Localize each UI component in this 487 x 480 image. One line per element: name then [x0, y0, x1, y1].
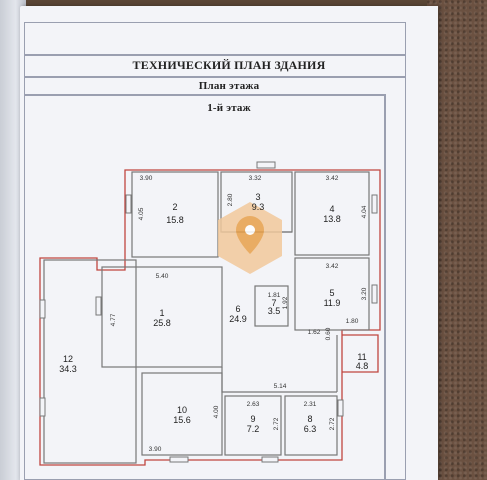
room-11-number: 11 — [357, 352, 366, 362]
room-5-outline — [294, 257, 370, 331]
dim-room9-width: 2.63 — [247, 401, 260, 408]
room-1-outline — [101, 266, 223, 368]
room-labels: 2 15.8 3 9.3 4 13.8 1 25.8 5 11.9 6 24.9… — [59, 192, 368, 434]
dim-room5-width: 3.42 — [326, 263, 339, 270]
room-8-number: 8 — [307, 414, 312, 424]
room-10-area: 15.6 — [173, 415, 191, 425]
document-subtitle: План этажа — [198, 80, 260, 92]
header-divider-1 — [24, 54, 406, 56]
dim-corridor-b: 1.80 — [346, 318, 359, 325]
plan-sheet: ТЕХНИЧЕСКИЙ ПЛАН ЗДАНИЯ План этажа 1-й э… — [20, 6, 438, 480]
room-2-outline — [131, 171, 219, 258]
room-1-area: 25.8 — [153, 318, 171, 328]
room-9-outline — [224, 395, 282, 456]
dim-corridor-a: 1.62 — [308, 329, 321, 336]
header-divider-2 — [24, 76, 406, 78]
room-4-area: 13.8 — [323, 214, 341, 224]
dim-room10-width: 3.90 — [149, 446, 162, 453]
room-walls — [43, 171, 370, 464]
dim-room3-width: 3.32 — [249, 175, 262, 182]
dim-room5-height: 3.20 — [361, 287, 368, 300]
room-12-outline — [43, 259, 137, 464]
room-3-area: 9.3 — [252, 202, 265, 212]
room-9-area: 7.2 — [247, 424, 260, 434]
dim-room7-height: 1.92 — [282, 296, 289, 309]
room-11-area: 4.8 — [356, 361, 369, 371]
room-1-number: 1 — [159, 308, 164, 318]
room-8-area: 6.3 — [304, 424, 317, 434]
dim-corridor-width: 5.14 — [274, 383, 287, 390]
room-7-outline — [254, 285, 289, 327]
dim-room2-height: 4.05 — [138, 207, 145, 220]
room-9-number: 9 — [250, 414, 255, 424]
room-10-outline — [141, 372, 223, 456]
room-12-number: 12 — [63, 354, 73, 364]
room-2-number: 2 — [172, 202, 177, 212]
dimension-labels: 3.90 3.32 3.42 4.05 2.80 4.04 5.40 4.77 … — [110, 175, 368, 453]
building-outline — [39, 169, 381, 466]
dim-room3-height: 2.80 — [227, 193, 234, 206]
room-5-area: 11.9 — [324, 298, 341, 308]
room-10-number: 10 — [177, 405, 187, 415]
room-8-outline — [284, 395, 338, 456]
floor-label: 1-й этаж — [207, 102, 251, 114]
dim-corridor-c: 0.60 — [325, 327, 332, 340]
dim-room9-height: 2.72 — [273, 417, 280, 430]
room-5-number: 5 — [329, 288, 334, 298]
dim-room4-width: 3.42 — [326, 175, 339, 182]
dim-room8-width: 2.31 — [304, 401, 317, 408]
dim-room2-width: 3.90 — [140, 175, 153, 182]
room-7-number: 7 — [271, 298, 276, 308]
dim-room7-width: 1.81 — [268, 292, 281, 299]
dim-room10-height: 4.00 — [213, 405, 220, 418]
room-4-outline — [294, 171, 370, 256]
dim-room1-width: 5.40 — [156, 273, 169, 280]
room-6-number: 6 — [235, 304, 240, 314]
room-4-number: 4 — [329, 204, 334, 214]
location-pin-icon — [218, 202, 282, 274]
room-2-area: 15.8 — [166, 215, 184, 225]
window-marks — [39, 161, 378, 463]
dim-room8-height: 2.72 — [329, 417, 336, 430]
dim-room1-height: 4.77 — [110, 313, 117, 326]
room-12-area: 34.3 — [59, 364, 77, 374]
room-6-area: 24.9 — [229, 314, 247, 324]
document-title: ТЕХНИЧЕСКИЙ ПЛАН ЗДАНИЯ — [132, 58, 326, 72]
room-7-area: 3.5 — [268, 306, 281, 316]
dim-room4-height: 4.04 — [361, 205, 368, 218]
room-3-number: 3 — [255, 192, 260, 202]
